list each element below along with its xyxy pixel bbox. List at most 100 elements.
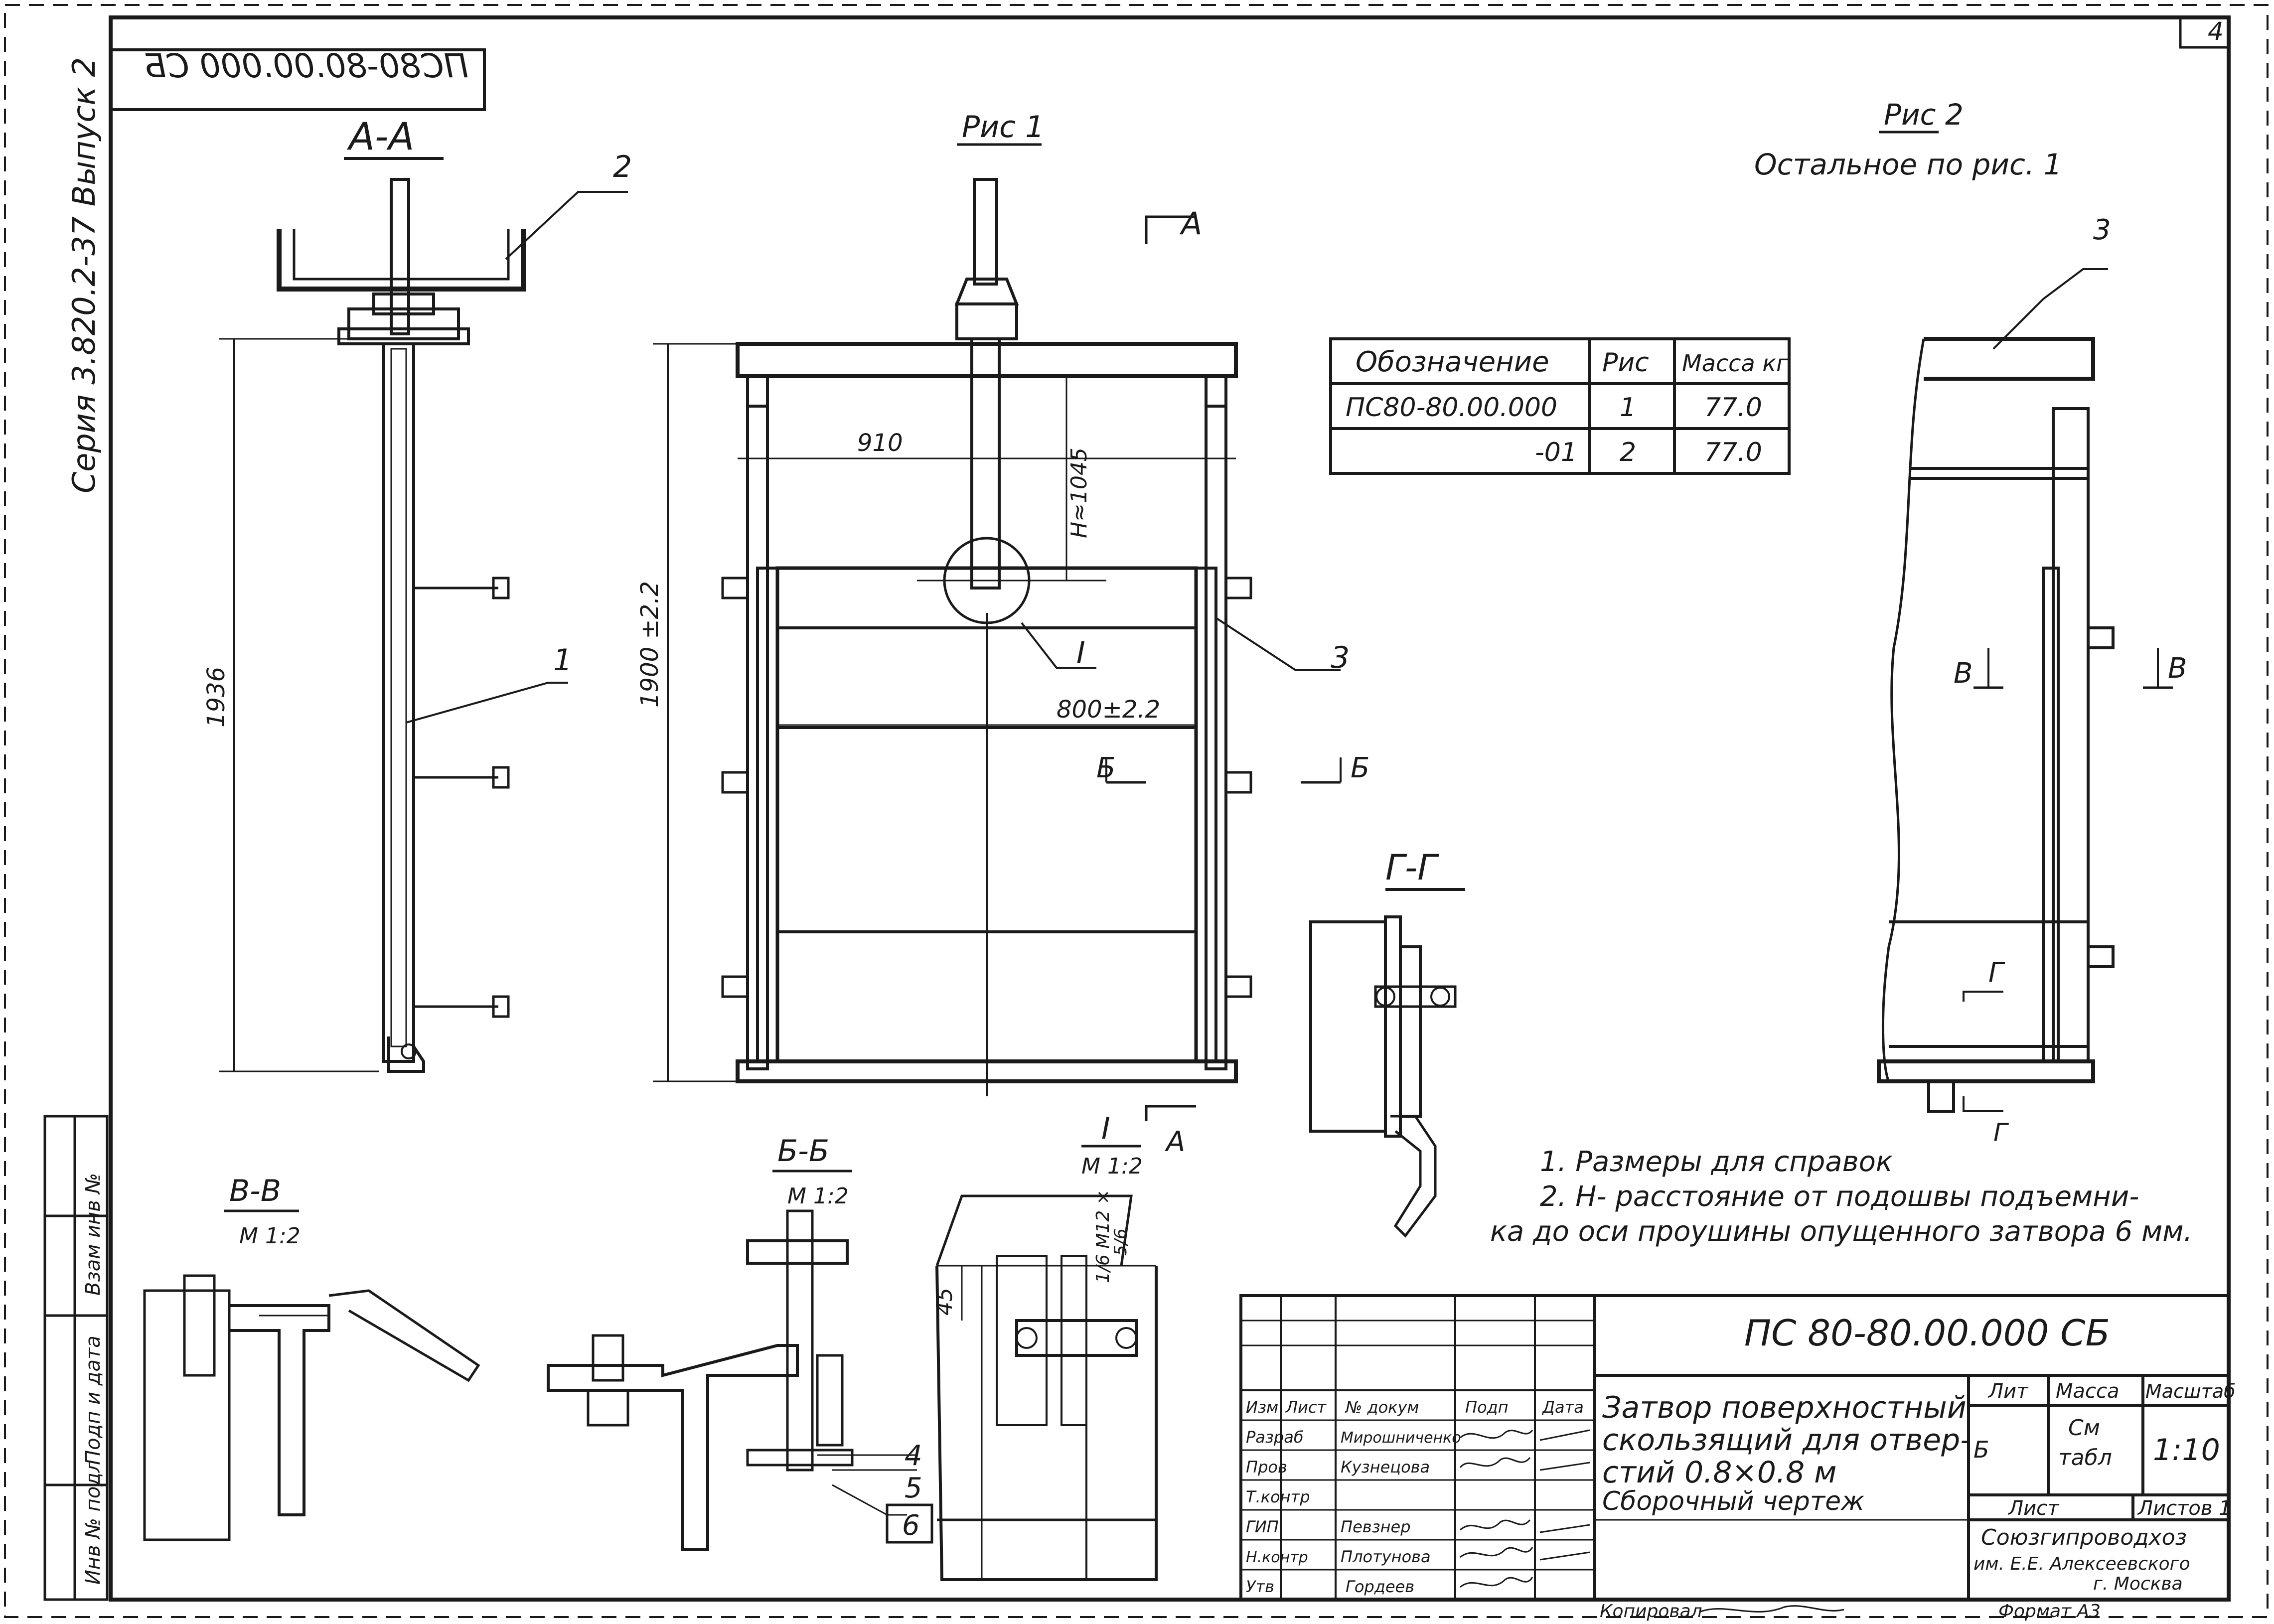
section-mark-a-bottom: А bbox=[1165, 1126, 1185, 1158]
dim-910: 910 bbox=[857, 429, 903, 457]
title-section-vv: В-В bbox=[229, 1174, 281, 1208]
note-1: 1. Размеры для справок bbox=[1540, 1146, 1893, 1178]
tb-code: ПС 80-80.00.000 СБ bbox=[1744, 1312, 2110, 1354]
title-block-frame bbox=[1239, 1294, 2230, 1601]
title-section-bb: Б-Б bbox=[777, 1134, 829, 1169]
callout-6: 6 bbox=[902, 1509, 920, 1542]
section-vv-view bbox=[143, 1274, 480, 1541]
title-detail-i: I bbox=[1101, 1111, 1110, 1146]
tb-name-6: Гордеев bbox=[1346, 1577, 1414, 1596]
scale-vv: М 1:2 bbox=[239, 1223, 301, 1249]
tb-role-6: Утв bbox=[1246, 1577, 1274, 1596]
sheet-number: 4 bbox=[2208, 17, 2224, 46]
section-mark-v-left: В bbox=[1954, 657, 1972, 690]
bolt-label-2: 5/6 bbox=[1111, 1228, 1131, 1256]
tb-sheet-label: Лист bbox=[2007, 1497, 2060, 1520]
section-mark-v-right: В bbox=[2168, 652, 2187, 685]
tb-role-1: Разраб bbox=[1246, 1428, 1304, 1447]
callout-2: 2 bbox=[613, 149, 632, 184]
tb-mass-value-2: табл bbox=[2058, 1445, 2112, 1471]
note-2: 2. Н- расстояние от подошвы подъемни- bbox=[1540, 1181, 2139, 1213]
copied-label: Копировал bbox=[1600, 1601, 1702, 1622]
dim-800: 800±2.2 bbox=[1057, 696, 1160, 724]
spec-row1-mass: 77.0 bbox=[1704, 393, 1762, 423]
tb-org-3: г. Москва bbox=[2093, 1574, 2183, 1594]
tb-org-2: им. Е.Е. Алексеевского bbox=[1973, 1554, 2190, 1574]
section-mark-a-top: А bbox=[1179, 205, 1202, 242]
strip-replace: Взам инв № bbox=[82, 1173, 105, 1296]
detail-i-view bbox=[935, 1194, 1158, 1581]
spec-row2-fig: 2 bbox=[1620, 438, 1636, 467]
tb-rev-list: Лист bbox=[1285, 1398, 1327, 1417]
tb-rev-date: Дата bbox=[1541, 1398, 1584, 1417]
callout-i: I bbox=[1076, 635, 1085, 670]
tb-title-3: стий 0.8×0.8 м bbox=[1602, 1455, 1836, 1490]
tb-mass-value-1: См bbox=[2068, 1415, 2100, 1441]
tb-org-1: Союзгипроводхоз bbox=[1981, 1525, 2187, 1550]
tb-title-1: Затвор поверхностный bbox=[1602, 1390, 1967, 1425]
tb-name-4: Певзнер bbox=[1341, 1517, 1411, 1536]
dim-1900: 1900 ±2.2 bbox=[636, 581, 664, 708]
tb-mass-label: Масса bbox=[2056, 1380, 2120, 1403]
spec-header-designation: Обозначение bbox=[1356, 346, 1549, 378]
strip-inv: Инв № подл bbox=[82, 1460, 105, 1585]
tb-rev-sign: Подп bbox=[1465, 1398, 1509, 1417]
tb-rev-izm: Изм bbox=[1246, 1398, 1278, 1417]
tb-name-1: Мирошниченко bbox=[1341, 1429, 1461, 1447]
outer-border bbox=[4, 4, 2269, 1618]
callout-1: 1 bbox=[553, 643, 572, 678]
callout-3-fig2: 3 bbox=[2093, 214, 2111, 246]
callout-3: 3 bbox=[1331, 640, 1350, 675]
section-mark-b-right: Б bbox=[1351, 752, 1369, 784]
drawing-code-mirrored: ПС80-80.00.000 СБ bbox=[144, 47, 468, 85]
tb-scale-value: 1:10 bbox=[2153, 1433, 2220, 1468]
spec-table bbox=[1329, 337, 1791, 475]
format-label: Формат А3 bbox=[1998, 1601, 2101, 1622]
code-box bbox=[109, 48, 486, 111]
spec-row1-fig: 1 bbox=[1620, 393, 1636, 423]
section-mark-b-left: Б bbox=[1096, 752, 1115, 784]
series-label: Серия 3.820.2-37 Выпуск 2 bbox=[66, 57, 102, 493]
spec-header-fig: Рис bbox=[1602, 348, 1649, 378]
scale-bb: М 1:2 bbox=[787, 1183, 849, 1209]
fig2-partial-view bbox=[1877, 268, 2173, 1113]
title-section-gg: Г-Г bbox=[1385, 847, 1439, 888]
title-section-aa: А-А bbox=[346, 114, 414, 158]
tb-rev-doc: № докум bbox=[1345, 1398, 1419, 1417]
spec-header-mass: Масса кг bbox=[1682, 350, 1789, 377]
tb-title-4: Сборочный чертеж bbox=[1602, 1486, 1864, 1516]
tb-role-3: Т.контр bbox=[1246, 1487, 1310, 1506]
title-fig2: Рис 2 bbox=[1884, 98, 1964, 132]
signatures bbox=[1459, 1429, 1590, 1588]
fig2-note: Остальное по рис. 1 bbox=[1754, 148, 2062, 181]
tb-lit-label: Лит bbox=[1987, 1380, 2029, 1403]
inner-frame bbox=[109, 15, 2231, 1602]
dim-h: Н≈1045 bbox=[1066, 447, 1092, 538]
dim-45: 45 bbox=[932, 1288, 957, 1316]
spec-row1-designation: ПС80-80.00.000 bbox=[1346, 393, 1557, 423]
strip-sign: Подп и дата bbox=[82, 1335, 105, 1465]
title-fig1: Рис 1 bbox=[962, 110, 1044, 145]
bolt-label: 1/6 М12 × bbox=[1093, 1189, 1113, 1283]
scale-detail-i: М 1:2 bbox=[1081, 1154, 1143, 1179]
tb-scale-label: Масштаб bbox=[2145, 1380, 2236, 1402]
dim-1936: 1936 bbox=[202, 667, 230, 728]
spec-row2-mass: 77.0 bbox=[1704, 438, 1762, 467]
section-aa-view bbox=[219, 178, 628, 1073]
fig1-front-view bbox=[653, 178, 1342, 1121]
tb-name-2: Кузнецова bbox=[1341, 1458, 1430, 1476]
spec-row2-designation: -01 bbox=[1535, 438, 1577, 467]
tb-title-2: скользящий для отвер- bbox=[1602, 1423, 1971, 1458]
callout-5: 5 bbox=[905, 1472, 922, 1504]
tb-lit-value: Б bbox=[1973, 1436, 1989, 1463]
callout-4: 4 bbox=[905, 1440, 922, 1472]
inventory-strip bbox=[43, 1115, 109, 1601]
sheet-number-box bbox=[2179, 16, 2230, 49]
tb-role-5: Н.контр bbox=[1246, 1549, 1308, 1566]
section-mark-g-bottom: Г bbox=[1993, 1118, 2009, 1147]
tb-sheets-label: Листов 1 bbox=[2137, 1497, 2232, 1520]
section-bb-view bbox=[547, 1209, 933, 1551]
tb-role-2: Пров bbox=[1246, 1458, 1287, 1476]
section-mark-g-top: Г bbox=[1988, 957, 2005, 988]
